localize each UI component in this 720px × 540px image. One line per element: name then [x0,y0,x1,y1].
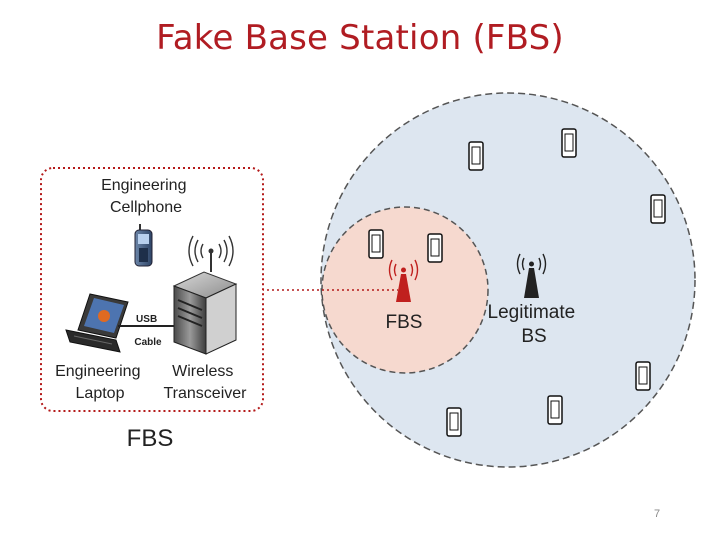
wireless-transceiver-icon [172,235,238,355]
fbs-tower-icon [388,259,419,302]
phone-icon [547,395,563,425]
slide-title: Fake Base Station (FBS) [156,18,564,58]
phone-icon [468,141,484,171]
fbs-box-caption: FBS [127,425,174,452]
legitimate-coverage-area [320,92,696,468]
phone-icon [446,407,462,437]
phone-icon [650,194,666,224]
mobile-phones [368,128,666,437]
legitimate-bs-tower-icon [516,253,547,298]
phone-icon [427,233,443,263]
wireless-transceiver-label: Wireless Transceiver [164,363,248,402]
legitimate-bs-label: Legitimate BS [488,302,581,347]
page-number: 7 [654,508,661,520]
engineering-laptop-label: Engineering Laptop [55,363,145,402]
phone-icon [561,128,577,158]
engineering-laptop-icon [65,293,129,353]
engineering-cellphone-icon [134,224,153,267]
usb-cable-label: USB Cable [134,314,162,348]
phone-icon [368,229,384,259]
fbs-coverage-label: FBS [386,312,423,333]
phone-icon [635,361,651,391]
engineering-cellphone-label: Engineering Cellphone [101,177,191,216]
